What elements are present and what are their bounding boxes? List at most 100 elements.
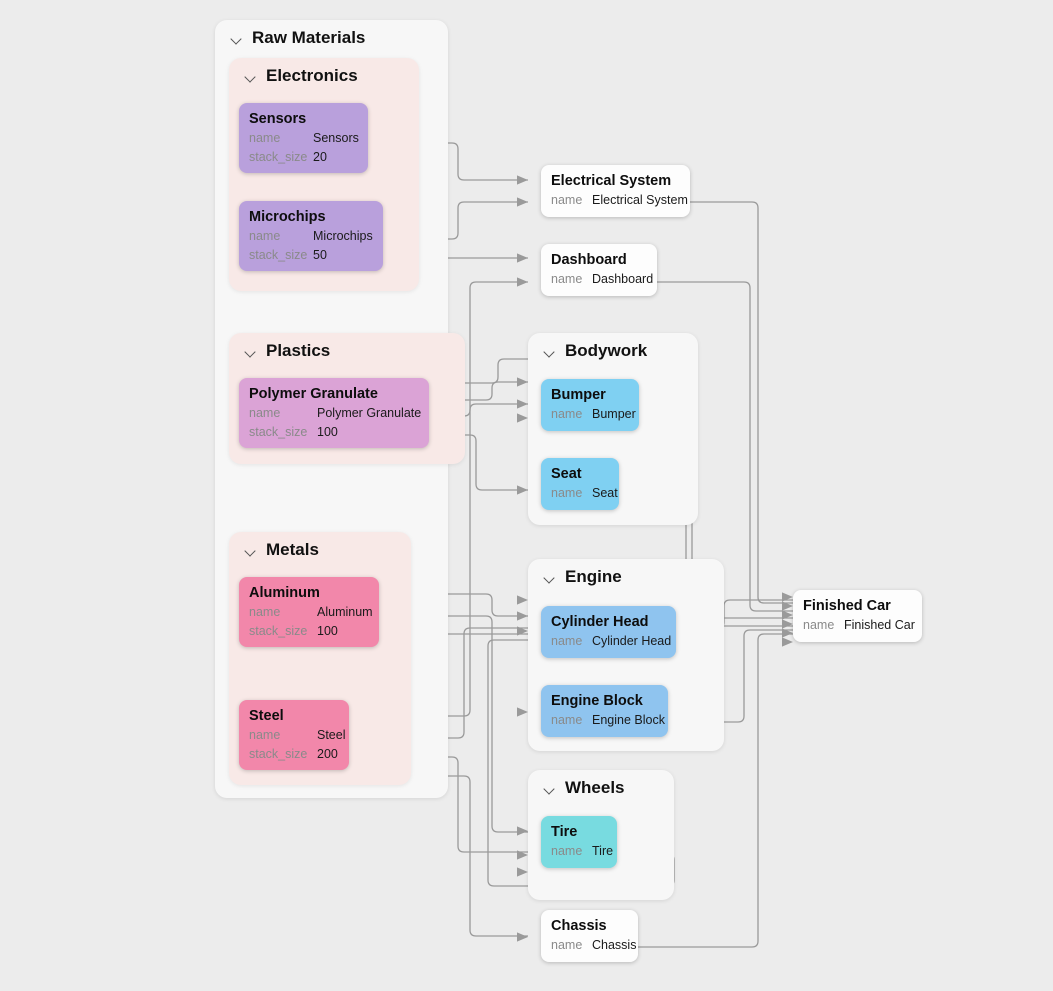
node-field-value: 100 bbox=[317, 425, 338, 439]
node-field-key: name bbox=[551, 193, 583, 207]
group-label: Raw Materials bbox=[252, 28, 366, 47]
arrowhead-arr-cyl-2 bbox=[517, 611, 528, 621]
arrowhead-arr-dashboard-2 bbox=[517, 277, 528, 287]
node-field-value: Dashboard bbox=[592, 272, 654, 286]
node-field-value: Microchips bbox=[313, 229, 373, 243]
node-title: Electrical System bbox=[551, 173, 672, 189]
arrowhead-arr-bumper-1 bbox=[517, 377, 528, 387]
chevron-down-icon[interactable] bbox=[245, 345, 258, 358]
node-field-key: name bbox=[551, 844, 583, 858]
chevron-down-icon[interactable] bbox=[245, 544, 258, 557]
node-field-value: Seat bbox=[592, 486, 618, 500]
edge-steel-to-chassis bbox=[349, 775, 528, 937]
node-field-key: name bbox=[803, 618, 835, 632]
chevron-down-icon[interactable] bbox=[544, 782, 557, 795]
edge-electrical-to-finished bbox=[690, 201, 793, 604]
node-field-value: 50 bbox=[313, 248, 327, 262]
node-engine-block[interactable]: Engine Block name Engine Block bbox=[541, 685, 668, 737]
node-field-key: name bbox=[249, 131, 281, 145]
node-field-key: name bbox=[551, 486, 583, 500]
node-field-key: name bbox=[249, 406, 281, 420]
node-field-value: Chassis bbox=[592, 938, 637, 952]
node-field-value: 100 bbox=[317, 624, 338, 638]
node-field-key: name bbox=[551, 713, 583, 727]
node-title: Cylinder Head bbox=[551, 614, 649, 630]
node-field-value: Aluminum bbox=[317, 605, 373, 619]
chevron-down-icon[interactable] bbox=[231, 32, 244, 45]
group-header-raw-materials[interactable]: Raw Materials bbox=[231, 28, 365, 48]
node-field-key: name bbox=[249, 229, 281, 243]
group-header-engine[interactable]: Engine bbox=[544, 567, 622, 587]
node-field-key: stack_size bbox=[249, 747, 308, 761]
group-label: Bodywork bbox=[565, 341, 648, 360]
node-dashboard[interactable]: Dashboard name Dashboard bbox=[541, 244, 657, 296]
node-field-value: Steel bbox=[317, 728, 346, 742]
group-header-metals[interactable]: Metals bbox=[245, 540, 319, 560]
group-header-electronics[interactable]: Electronics bbox=[245, 66, 358, 86]
node-field-key: name bbox=[551, 938, 583, 952]
node-field-value: Finished Car bbox=[844, 618, 915, 632]
node-field-key: name bbox=[551, 272, 583, 286]
node-title: Steel bbox=[249, 708, 284, 724]
node-field-row: name Finished Car bbox=[803, 616, 915, 635]
chevron-down-icon[interactable] bbox=[245, 70, 258, 83]
arrowhead-arr-seat-1 bbox=[517, 485, 528, 495]
group-label: Electronics bbox=[266, 66, 358, 85]
arrowhead-arr-fin-3 bbox=[782, 610, 793, 620]
node-field-row: stack_size 100 bbox=[249, 423, 419, 442]
node-field-key: stack_size bbox=[249, 425, 308, 439]
node-title: Sensors bbox=[249, 111, 307, 127]
node-field-key: name bbox=[551, 634, 583, 648]
arrowhead-arr-fin-4 bbox=[782, 619, 793, 629]
node-field-key: stack_size bbox=[249, 248, 308, 262]
node-field-value: Engine Block bbox=[592, 713, 665, 727]
group-header-plastics[interactable]: Plastics bbox=[245, 341, 330, 361]
arrowhead-arr-fin-5 bbox=[782, 628, 793, 638]
node-field-key: name bbox=[249, 605, 281, 619]
group-header-bodywork[interactable]: Bodywork bbox=[544, 341, 647, 361]
node-chassis[interactable]: Chassis name Chassis bbox=[541, 910, 638, 962]
node-title: Engine Block bbox=[551, 693, 643, 709]
node-field-row: name Aluminum bbox=[249, 603, 373, 622]
node-title: Chassis bbox=[551, 918, 607, 934]
node-title: Polymer Granulate bbox=[249, 386, 378, 402]
arrowhead-arr-chassis-1 bbox=[517, 932, 528, 942]
node-field-row: name Seat bbox=[551, 484, 618, 503]
node-field-key: name bbox=[551, 407, 583, 421]
arrowhead-arr-fin-6 bbox=[782, 637, 793, 647]
arrowhead-arr-dashboard-1 bbox=[517, 253, 528, 263]
chevron-down-icon[interactable] bbox=[544, 345, 557, 358]
arrowhead-arr-electrical-1 bbox=[517, 175, 528, 185]
chevron-down-icon[interactable] bbox=[544, 571, 557, 584]
node-field-key: name bbox=[249, 728, 281, 742]
node-title: Dashboard bbox=[551, 252, 627, 268]
group-label: Engine bbox=[565, 567, 622, 586]
node-title: Aluminum bbox=[249, 585, 320, 601]
arrowhead-arr-bumper-3 bbox=[517, 413, 528, 423]
arrowhead-arr-fin-1 bbox=[782, 592, 793, 602]
arrowhead-arr-cyl-3 bbox=[517, 626, 528, 636]
group-header-wheels[interactable]: Wheels bbox=[544, 778, 625, 798]
